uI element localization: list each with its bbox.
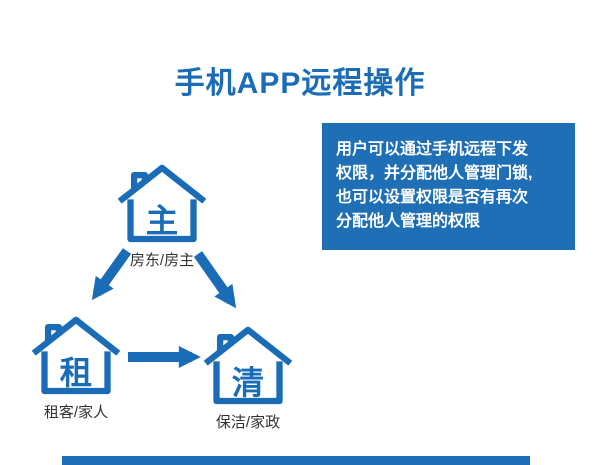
house-chimney [130, 171, 149, 192]
bottom-accent-bar [62, 456, 530, 465]
node-tenant-label: 租客/家人 [43, 404, 109, 421]
node-tenant-char: 租 [60, 355, 92, 391]
info-line-3: 也可以设置权限是否有再次 [336, 189, 529, 206]
node-cleaner-char: 清 [232, 365, 264, 401]
info-box: 用户可以通过手机远程下发 权限，并分配他人管理门锁, 也可以设置权限是否有再次 … [322, 123, 575, 250]
node-cleaner-label: 保洁/家政 [215, 414, 281, 431]
house-cleaner-icon: 清 [203, 326, 293, 405]
house-body [127, 199, 197, 243]
node-owner-label: 房东/房主 [129, 252, 195, 269]
house-body [213, 361, 283, 405]
node-cleaner: 清 保洁/家政 [200, 325, 296, 432]
house-tenant-icon: 租 [31, 316, 121, 395]
node-owner: 主 房东/房主 [114, 163, 210, 270]
page-title: 手机APP远程操作 [174, 67, 426, 100]
node-owner-char: 主 [146, 203, 178, 239]
info-line-1: 用户可以通过手机远程下发 [336, 141, 529, 158]
node-tenant: 租 租客/家人 [28, 315, 124, 422]
house-body [41, 351, 111, 395]
house-chimney [216, 333, 235, 354]
house-owner-icon: 主 [117, 164, 207, 243]
house-chimney [44, 323, 63, 344]
info-line-2: 权限，并分配他人管理门锁, [336, 165, 533, 182]
info-line-4: 分配他人管理的权限 [336, 213, 481, 230]
